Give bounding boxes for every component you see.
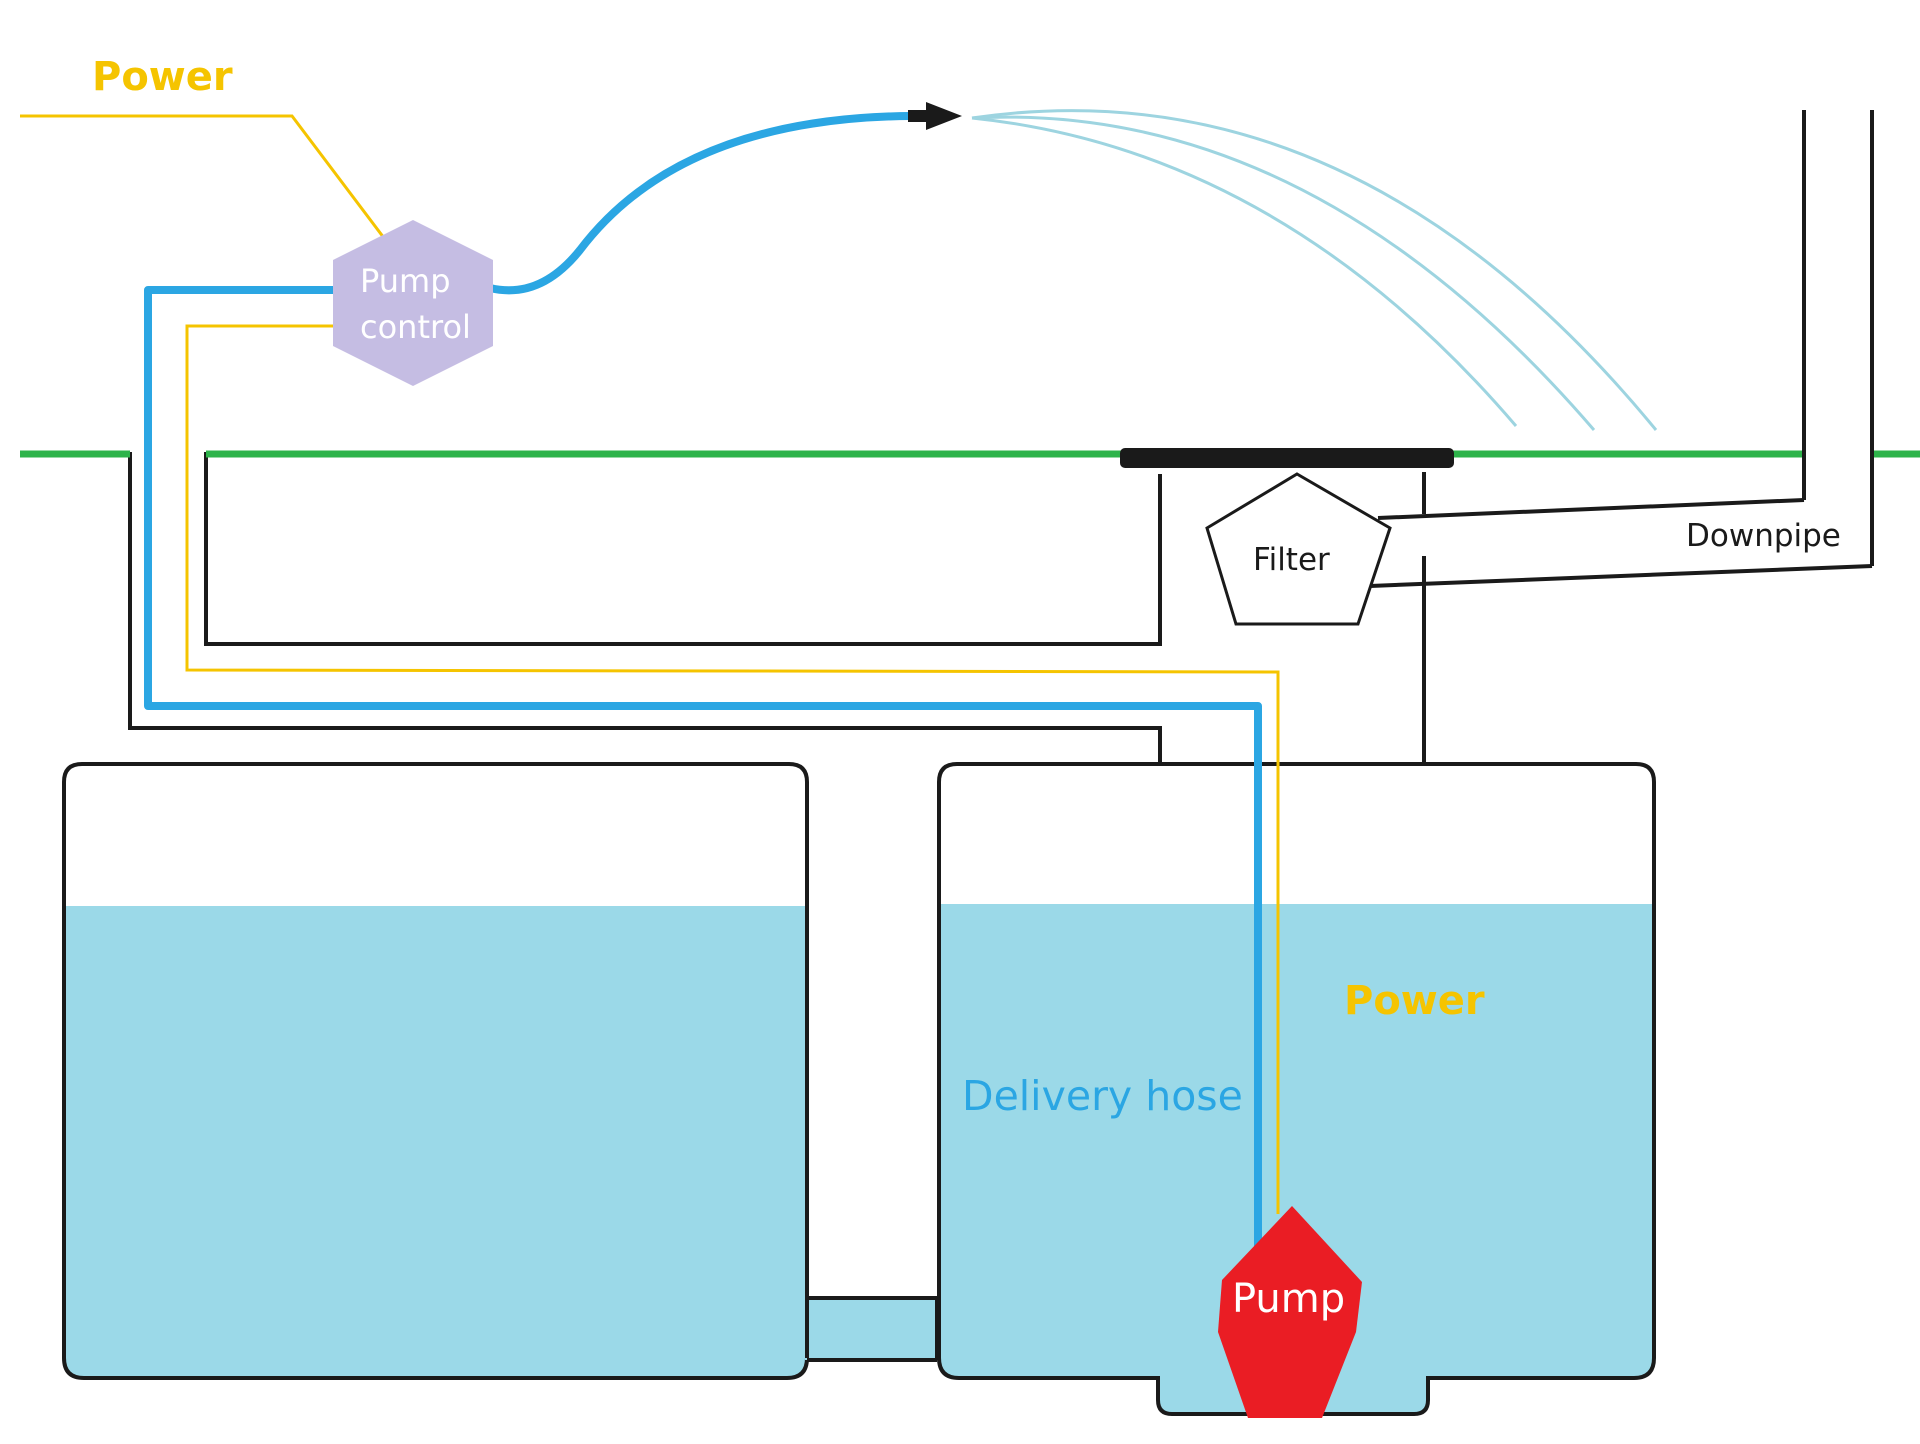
pump-control: Pump control bbox=[333, 220, 493, 386]
filter-shape bbox=[1205, 472, 1392, 626]
power-wires bbox=[20, 114, 1280, 1214]
water-spray bbox=[971, 109, 1658, 431]
power-wire-to-pump bbox=[185, 324, 1280, 1214]
trench bbox=[128, 452, 1426, 762]
trench-outer bbox=[128, 452, 1162, 762]
filter-label: Filter bbox=[1253, 542, 1330, 578]
downpipe bbox=[1369, 110, 1874, 588]
spray-arc-1 bbox=[971, 109, 1658, 431]
trench-inner bbox=[204, 452, 1162, 646]
pump-label: Pump bbox=[1232, 1276, 1345, 1322]
right-tank-outline bbox=[937, 556, 1426, 1358]
right-tank bbox=[937, 474, 1656, 1416]
hose-outlet bbox=[486, 112, 914, 295]
right-tank-outline-right bbox=[937, 762, 1656, 1416]
outlet-nozzle-body bbox=[908, 110, 930, 122]
filter bbox=[1205, 472, 1392, 626]
downpipe-bottom-wall bbox=[1369, 564, 1873, 588]
connector-pipe bbox=[805, 1296, 939, 1362]
connector-pipe-water bbox=[805, 1300, 939, 1360]
outlet-nozzle bbox=[908, 102, 962, 130]
pump-shape bbox=[1218, 1206, 1362, 1418]
delivery-hose-label: Delivery hose bbox=[962, 1072, 1243, 1120]
hose-to-pump bbox=[144, 286, 1262, 1256]
pump-control-label-line1: Pump bbox=[360, 262, 451, 300]
downpipe-label: Downpipe bbox=[1686, 518, 1841, 554]
pump-control-hexagon bbox=[333, 220, 493, 386]
spray-arc-3 bbox=[971, 116, 1518, 427]
left-tank bbox=[62, 762, 809, 1380]
power-wire-supply bbox=[20, 114, 386, 239]
power-label-top: Power bbox=[92, 54, 233, 100]
pump-control-label-line2: control bbox=[360, 308, 471, 346]
downpipe-top-wall bbox=[1377, 498, 1805, 520]
pump: Pump bbox=[1218, 1206, 1362, 1418]
left-tank-water bbox=[64, 906, 807, 1378]
spray-arc-2 bbox=[971, 115, 1596, 431]
outlet-arrow-icon bbox=[926, 102, 962, 130]
delivery-hose bbox=[144, 112, 1262, 1256]
power-label-tank: Power bbox=[1344, 978, 1485, 1024]
left-tank-outline bbox=[62, 762, 809, 1380]
filter-lid bbox=[1120, 448, 1454, 468]
ground bbox=[20, 448, 1920, 468]
right-tank-water bbox=[939, 904, 1654, 1414]
